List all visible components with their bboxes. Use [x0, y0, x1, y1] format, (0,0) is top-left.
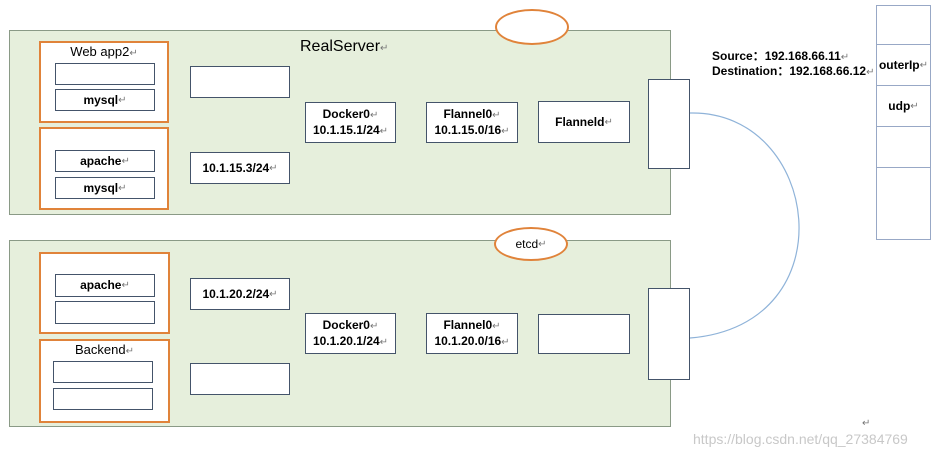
container-row: [55, 301, 155, 324]
packet-field: udp↵: [877, 86, 930, 127]
flanneld-daemon: Flanneld↵: [538, 101, 630, 143]
packet-field: outerIp↵: [877, 45, 930, 86]
paragraph-mark: ↵: [862, 418, 871, 429]
container-row: mysql↵: [55, 177, 155, 199]
flannel0-interface: Flannel0↵ 10.1.20.0/16↵: [426, 313, 518, 354]
packet-structure: outerIp↵ udp↵: [876, 5, 931, 240]
packet-field: [877, 6, 930, 45]
container-row: mysql↵: [55, 89, 155, 111]
veth-interface: 10.1.20.2/24↵: [190, 278, 290, 310]
container-title: Backend↵: [75, 342, 134, 357]
flanneld-daemon: [538, 314, 630, 354]
veth-interface: [190, 66, 290, 98]
packet-field: [877, 127, 930, 168]
packet-source: Source：192.168.66.11↵: [712, 49, 850, 63]
veth-interface: [190, 363, 290, 395]
flannel0-interface: Flannel0↵ 10.1.15.0/16↵: [426, 102, 518, 143]
physical-link: [689, 112, 800, 339]
packet-destination: Destination：192.168.66.12↵: [712, 64, 875, 78]
docker0-bridge: Docker0↵ 10.1.15.1/24↵: [305, 102, 396, 143]
etcd-oval-top: [495, 9, 569, 45]
physical-nic: [648, 79, 690, 169]
container-title: Web app2↵: [70, 44, 138, 59]
host-top-title: RealServer↵: [300, 38, 389, 55]
veth-interface: 10.1.15.3/24↵: [190, 152, 290, 184]
packet-field: [877, 168, 930, 240]
etcd-oval-bottom: etcd↵: [494, 227, 568, 261]
container-row: apache↵: [55, 150, 155, 172]
docker0-bridge: Docker0↵ 10.1.20.1/24↵: [305, 313, 396, 354]
watermark: https://blog.csdn.net/qq_27384769: [693, 431, 908, 447]
container-row: apache↵: [55, 274, 155, 297]
physical-nic: [648, 288, 690, 380]
container-row: [53, 388, 153, 410]
container-row: [53, 361, 153, 383]
container-row: [55, 63, 155, 85]
